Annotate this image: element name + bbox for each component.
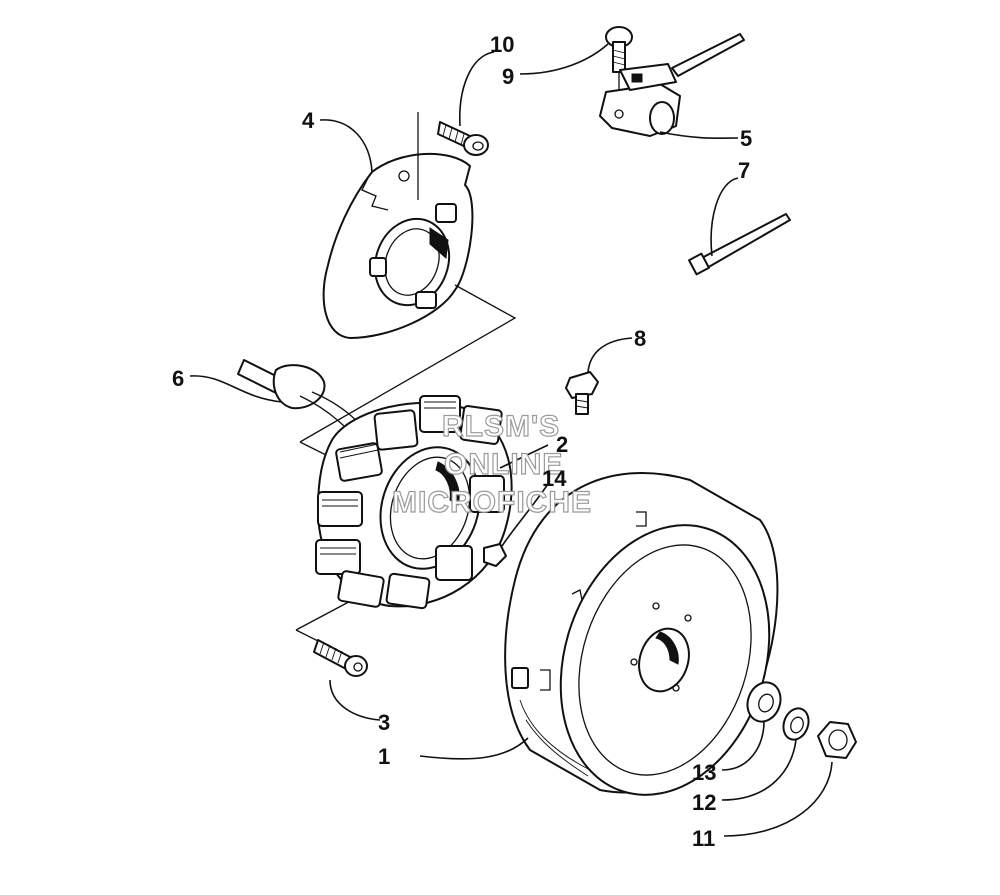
callout-6: 6	[172, 366, 184, 391]
watermark: RLSM'S ONLINE MICROFICHE	[391, 409, 592, 519]
part-10-bolt	[437, 121, 489, 156]
callout-1: 1	[378, 744, 390, 769]
callout-9: 9	[502, 64, 514, 89]
callout-13: 13	[692, 760, 716, 785]
leader-lines	[189, 43, 833, 837]
callout-4: 4	[302, 108, 315, 133]
callout-12: 12	[692, 790, 716, 815]
callout-11: 11	[692, 826, 715, 851]
part-12-lock-washer	[782, 707, 810, 741]
part-1-flywheel	[504, 472, 779, 796]
stator-coils	[315, 395, 505, 610]
part-6-wire-harness	[237, 359, 379, 453]
part-5-pulser-coil	[599, 33, 745, 137]
part-9-screw	[605, 26, 633, 112]
callout-14: 14	[542, 466, 567, 491]
callout-5: 5	[740, 126, 752, 151]
callout-10: 10	[490, 32, 514, 57]
watermark-line-3: MICROFICHE	[392, 486, 592, 519]
watermark-line-1: RLSM'S	[442, 410, 560, 443]
part-13-washer	[746, 681, 782, 723]
callouts: 1 2 3 4 5 6 7 8 9 10 11 12 13 14	[172, 32, 752, 851]
part-2-stator	[315, 395, 513, 610]
callout-7: 7	[738, 158, 750, 183]
part-7-cable-tie	[688, 213, 791, 276]
callout-2: 2	[556, 432, 568, 457]
part-4-backing-plate	[322, 112, 474, 339]
part-8-bolt	[565, 371, 599, 415]
callout-8: 8	[634, 326, 646, 351]
watermark-line-2: ONLINE	[444, 448, 563, 481]
callout-3: 3	[378, 710, 390, 735]
part-11-nut	[817, 721, 857, 759]
part-14-key	[483, 543, 507, 567]
part-3-bolt	[313, 639, 368, 677]
